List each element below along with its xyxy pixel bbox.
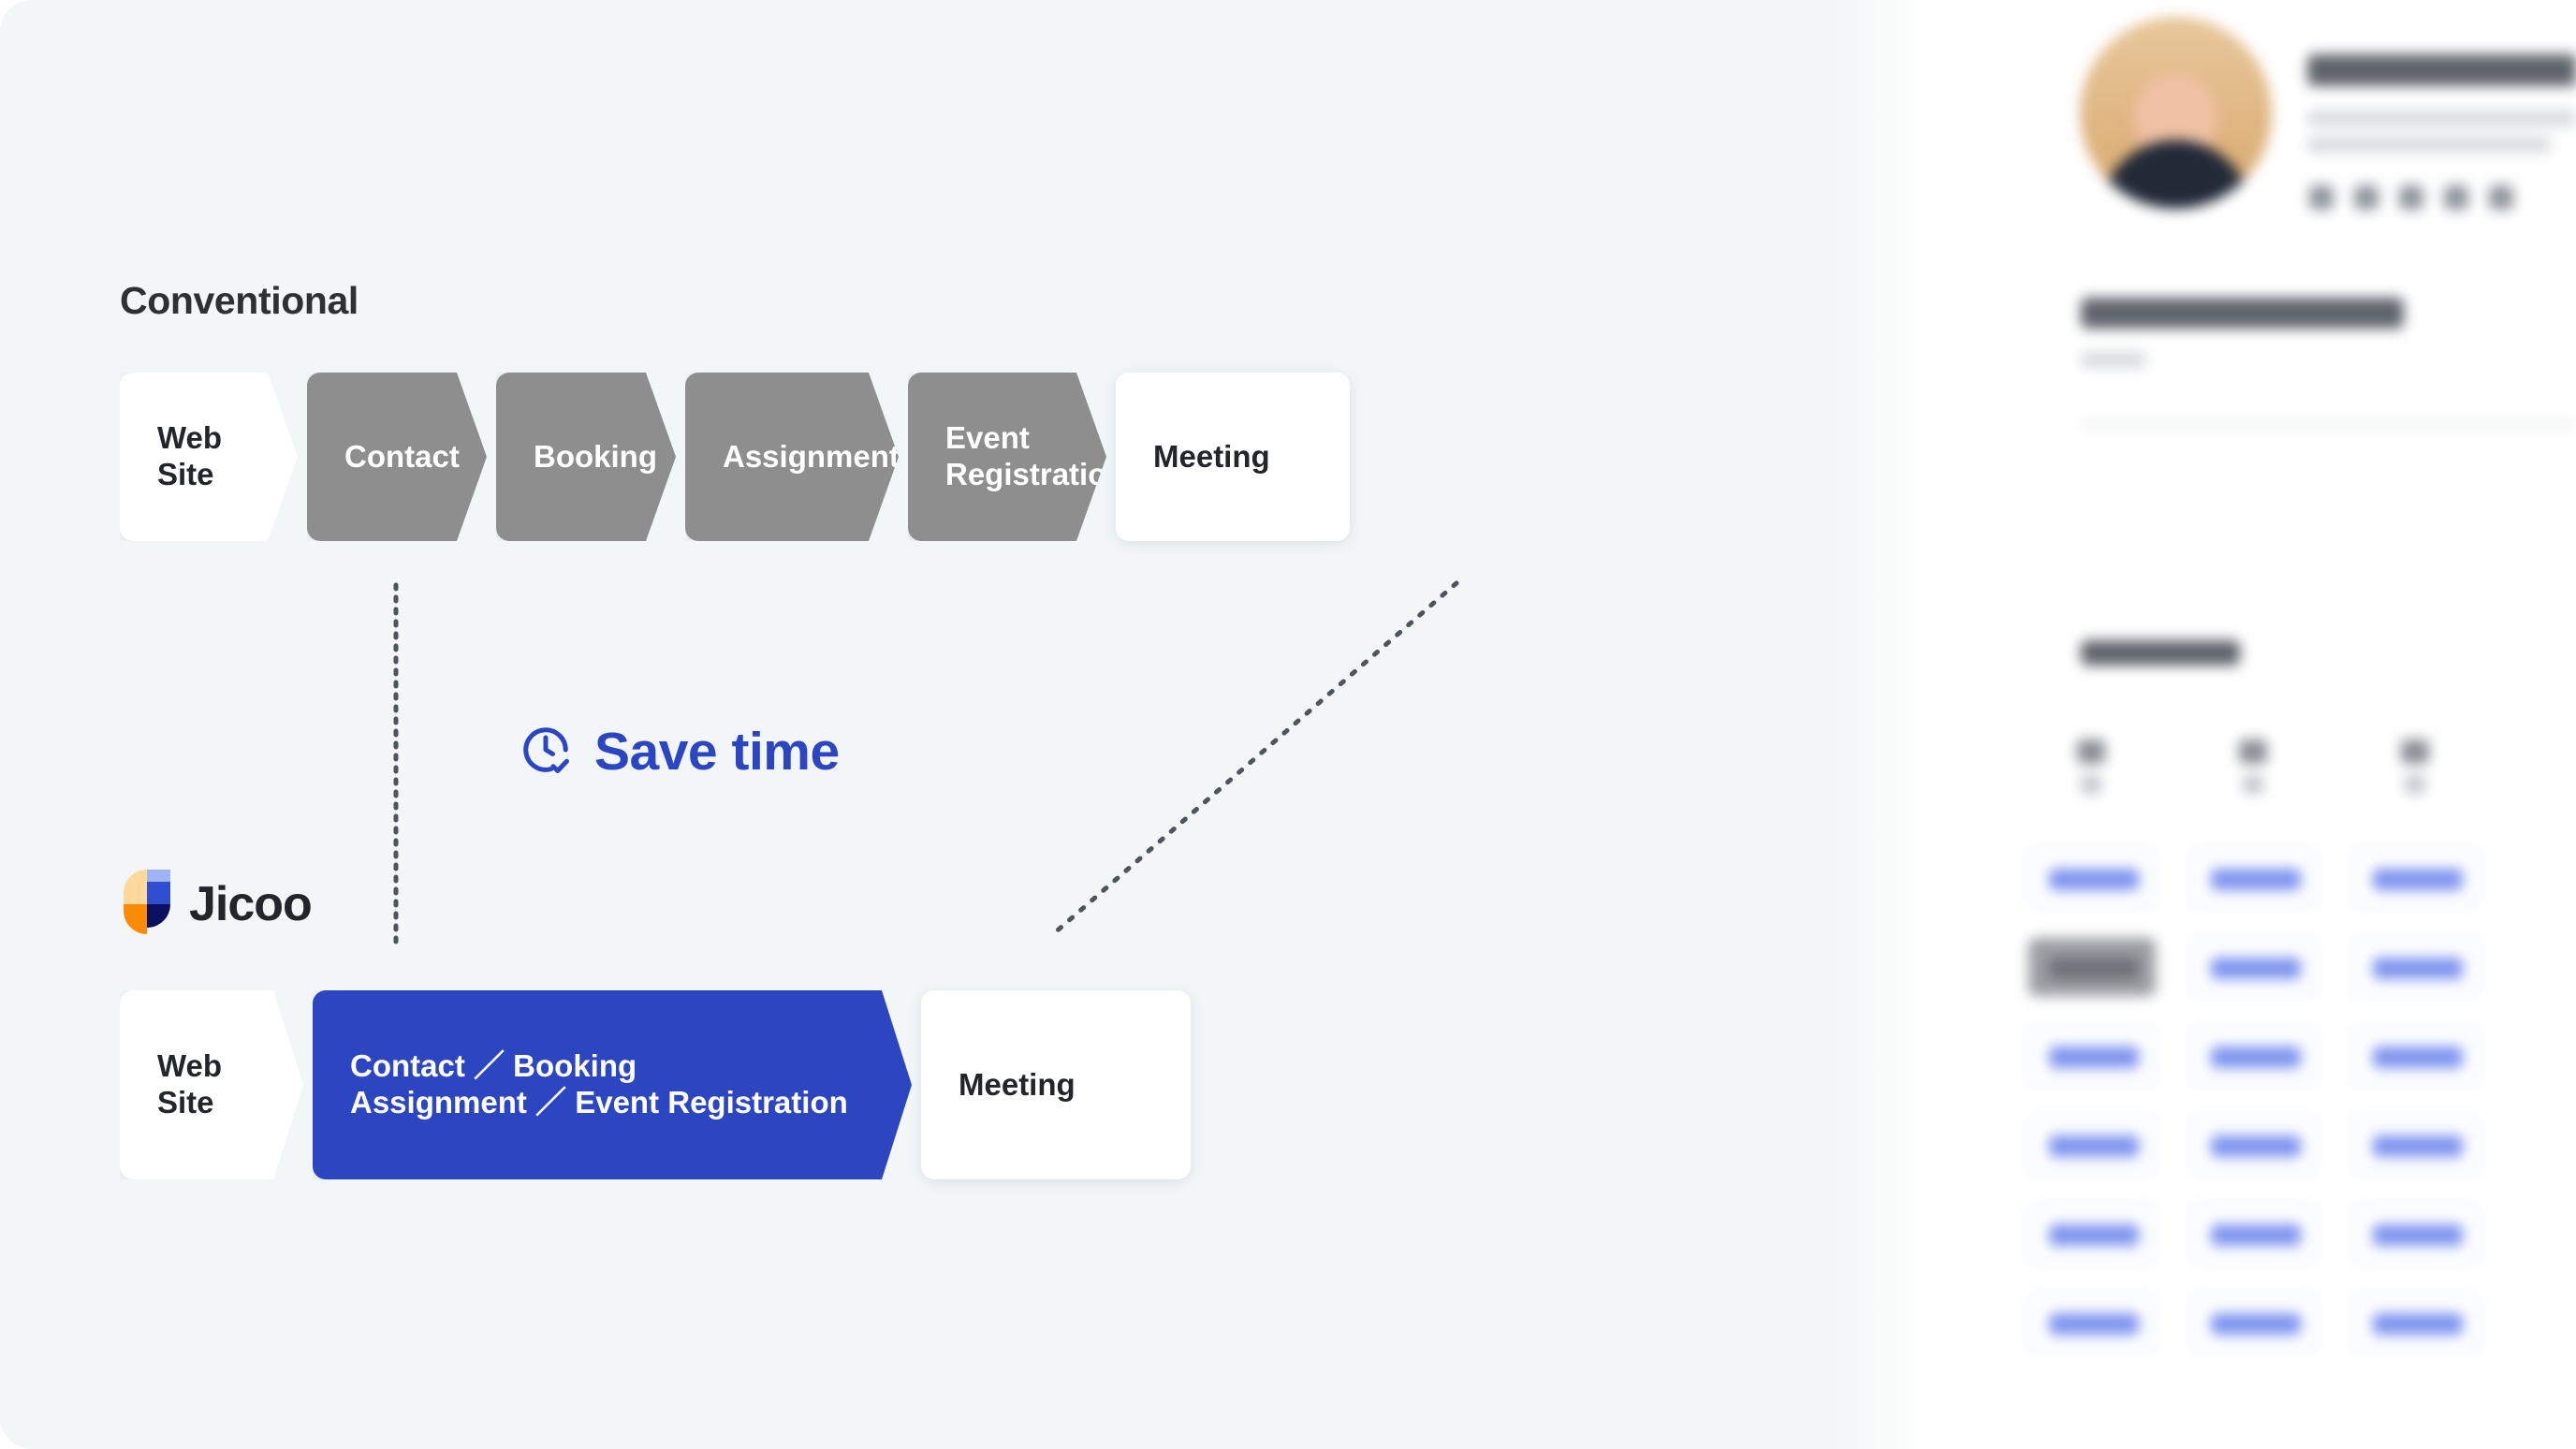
- jicoo-logo: Jicoo: [118, 869, 313, 940]
- step-label: Assignment: [723, 438, 900, 474]
- page-title: Conventional: [120, 279, 359, 322]
- time-slot[interactable]: [2028, 1205, 2156, 1263]
- social-icon[interactable]: [2309, 185, 2334, 210]
- save-time-callout: Save time: [518, 721, 840, 783]
- event-title: [2081, 298, 2404, 329]
- booking-page-preview: [1961, 0, 2576, 1449]
- time-slot[interactable]: [2028, 1294, 2156, 1352]
- time-slot[interactable]: [2190, 849, 2318, 907]
- date-heading: [2081, 640, 2240, 666]
- diagonal-collapse-line: [1050, 580, 1459, 937]
- time-slot[interactable]: [2190, 1027, 2318, 1085]
- social-icon[interactable]: [2399, 185, 2423, 210]
- conventional-flow: Web Site Contact Booking Assignment Even…: [120, 373, 1350, 541]
- connector-lines: [393, 580, 1459, 948]
- profile-subtitle-2: [2307, 137, 2551, 153]
- jicoo-logo-mark: [118, 869, 176, 940]
- event-duration: [2081, 352, 2146, 368]
- time-slot[interactable]: [2190, 938, 2318, 996]
- step-label: Contact ／ Booking Assignment ／ Event Reg…: [350, 1048, 848, 1120]
- time-slot[interactable]: [2352, 849, 2480, 907]
- jicoo-wordmark: Jicoo: [189, 877, 313, 931]
- jicoo-step-meeting[interactable]: Meeting: [921, 990, 1191, 1179]
- step-label: Web Site: [157, 1048, 223, 1120]
- jicoo-step-merged[interactable]: Contact ／ Booking Assignment ／ Event Reg…: [313, 990, 912, 1179]
- step-contact[interactable]: Contact: [307, 373, 487, 541]
- clock-check-icon: [518, 722, 574, 783]
- time-slot-selected[interactable]: [2028, 938, 2156, 996]
- day-column-header: [2382, 739, 2448, 794]
- social-icon[interactable]: [2489, 185, 2513, 210]
- step-label: Contact: [344, 438, 460, 474]
- step-label: Meeting: [959, 1066, 1076, 1102]
- jicoo-step-web-site[interactable]: Web Site: [120, 990, 303, 1179]
- day-column-header: [2220, 739, 2286, 794]
- social-icon[interactable]: [2444, 185, 2468, 210]
- step-label: Booking: [534, 438, 657, 474]
- save-time-label: Save time: [594, 722, 840, 782]
- step-label: Event Registration: [945, 420, 1126, 491]
- jicoo-flow: Web Site Contact ／ Booking Assignment ／ …: [120, 990, 1191, 1179]
- time-slot[interactable]: [2352, 1027, 2480, 1085]
- time-slot[interactable]: [2190, 1205, 2318, 1263]
- time-slot[interactable]: [2028, 1027, 2156, 1085]
- step-event-registration[interactable]: Event Registration: [908, 373, 1106, 541]
- time-slot[interactable]: [2352, 1116, 2480, 1174]
- profile-name: [2307, 54, 2576, 86]
- step-label: Meeting: [1153, 438, 1270, 474]
- step-booking[interactable]: Booking: [496, 373, 676, 541]
- profile-subtitle: [2307, 110, 2576, 126]
- step-web-site[interactable]: Web Site: [120, 373, 298, 541]
- time-slot[interactable]: [2028, 849, 2156, 907]
- panel-edge-fade: [1825, 0, 1966, 1449]
- divider: [2081, 423, 2576, 426]
- time-slot[interactable]: [2190, 1294, 2318, 1352]
- avatar: [2080, 17, 2272, 209]
- time-slot[interactable]: [2028, 1116, 2156, 1174]
- day-column-header: [2058, 739, 2124, 794]
- time-slot[interactable]: [2352, 1294, 2480, 1352]
- step-label: Web Site: [157, 420, 223, 491]
- social-icon[interactable]: [2354, 185, 2378, 210]
- time-slot[interactable]: [2352, 1205, 2480, 1263]
- comparison-panel: Conventional Web Site Contact Booking As…: [0, 0, 1966, 1449]
- step-assignment[interactable]: Assignment: [685, 373, 899, 541]
- time-slot[interactable]: [2190, 1116, 2318, 1174]
- step-meeting[interactable]: Meeting: [1116, 373, 1350, 541]
- time-slot[interactable]: [2352, 938, 2480, 996]
